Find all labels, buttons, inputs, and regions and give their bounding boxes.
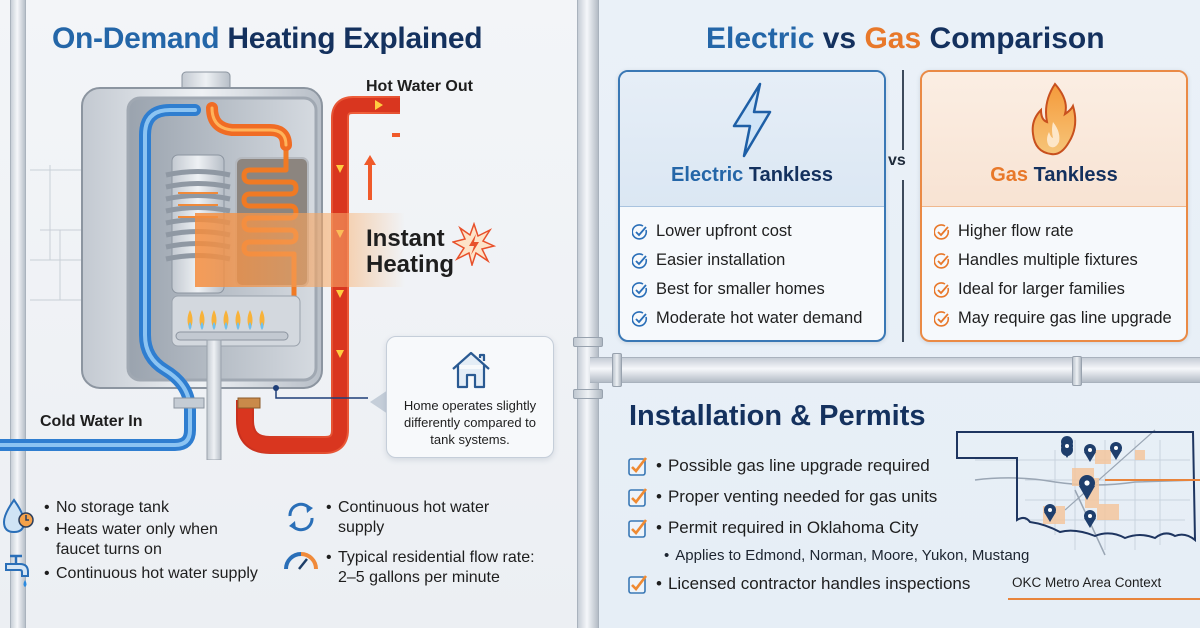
instant-heating-label: Instant Heating bbox=[366, 225, 455, 278]
starburst-lightning-icon bbox=[452, 222, 496, 266]
lightning-bolt-icon bbox=[732, 82, 772, 158]
gas-tankless-card: Gas Tankless Higher flow rate Handles mu… bbox=[920, 70, 1188, 342]
check-circle-icon bbox=[934, 281, 950, 298]
divider-pipe bbox=[577, 0, 599, 628]
gas-feature-list: Higher flow rate Handles multiple fixtur… bbox=[922, 207, 1186, 333]
hot-water-out-label: Hot Water Out bbox=[366, 78, 473, 95]
feature-list-left: •No storage tank •Heats water only when … bbox=[44, 498, 264, 586]
gauge-icon bbox=[284, 552, 318, 570]
cold-water-in-label: Cold Water In bbox=[40, 413, 143, 430]
feature-item: •Typical residential flow rate: 2–5 gall… bbox=[326, 549, 535, 586]
check-circle-icon bbox=[632, 281, 648, 298]
check-circle-icon bbox=[934, 223, 950, 240]
electric-tankless-card: Electric Tankless Lower upfront cost Eas… bbox=[618, 70, 886, 342]
checkbox-checked-icon bbox=[628, 518, 648, 538]
list-item: Moderate hot water demand bbox=[632, 304, 884, 333]
caption-underline bbox=[1008, 598, 1200, 600]
list-item: Easier installation bbox=[632, 246, 884, 275]
check-circle-icon bbox=[632, 252, 648, 269]
checklist-item: •Proper venting needed for gas units bbox=[628, 481, 1029, 512]
water-drop-timer-icon bbox=[2, 498, 34, 534]
checkbox-checked-icon bbox=[628, 574, 648, 594]
electric-card-title: Electric Tankless bbox=[671, 164, 833, 186]
faucet-icon bbox=[5, 554, 29, 587]
instant-heating-highlight bbox=[195, 213, 405, 287]
title-rest: Heating Explained bbox=[227, 22, 483, 55]
gas-card-title: Gas Tankless bbox=[990, 164, 1118, 186]
oklahoma-map bbox=[956, 429, 1200, 556]
list-item: Higher flow rate bbox=[934, 217, 1186, 246]
horizontal-pipe bbox=[590, 357, 1200, 383]
feature-list-right: •Continuous hot water supply •Typical re… bbox=[326, 498, 556, 592]
list-item: Handles multiple fixtures bbox=[934, 246, 1186, 275]
burner-flames bbox=[187, 310, 265, 330]
checklist-item: •Licensed contractor handles inspections bbox=[628, 568, 1029, 599]
vs-label: vs bbox=[888, 152, 906, 169]
refresh-cycle-icon bbox=[288, 502, 314, 532]
map-caption: OKC Metro Area Context bbox=[1012, 575, 1162, 590]
checklist-item: •Permit required in Oklahoma City bbox=[628, 512, 1029, 543]
check-circle-icon bbox=[934, 310, 950, 327]
callout-text: Home operates slightly differently compa… bbox=[403, 398, 537, 447]
feature-item: •Continuous hot water supply bbox=[326, 499, 490, 536]
pipe-collar bbox=[612, 353, 622, 387]
metro-areas bbox=[1043, 450, 1145, 524]
house-icon bbox=[452, 351, 490, 389]
title-highlight: On-Demand bbox=[52, 22, 220, 55]
checkbox-checked-icon bbox=[628, 456, 648, 476]
list-item: May require gas line upgrade bbox=[934, 304, 1186, 333]
check-circle-icon bbox=[934, 252, 950, 269]
pipe-collar bbox=[573, 389, 603, 399]
left-section-title: On-Demand Heating Explained bbox=[52, 22, 483, 56]
home-callout: Home operates slightly differently compa… bbox=[386, 336, 554, 458]
check-circle-icon bbox=[632, 223, 648, 240]
vs-divider bbox=[902, 70, 904, 342]
checklist-item: •Possible gas line upgrade required bbox=[628, 450, 1029, 481]
feature-item: •No storage tank bbox=[44, 499, 169, 516]
checklist-subitem: •Applies to Edmond, Norman, Moore, Yukon… bbox=[664, 547, 1030, 564]
pipe-collar bbox=[573, 337, 603, 347]
check-circle-icon bbox=[632, 310, 648, 327]
feature-item: •Continuous hot water supply bbox=[44, 565, 258, 582]
checkbox-checked-icon bbox=[628, 487, 648, 507]
feature-item: •Heats water only when faucet turns on bbox=[44, 521, 218, 558]
installation-permits-title: Installation & Permits bbox=[629, 400, 926, 432]
list-item: Lower upfront cost bbox=[632, 217, 884, 246]
installation-checklist: •Possible gas line upgrade required •Pro… bbox=[628, 450, 1029, 599]
pipe-collar bbox=[1072, 356, 1082, 386]
comparison-title: Electric vs Gas Comparison bbox=[706, 22, 1105, 55]
callout-pointer bbox=[370, 390, 388, 414]
oklahoma-outline bbox=[956, 431, 1197, 543]
list-item: Best for smaller homes bbox=[632, 275, 884, 304]
flame-icon bbox=[1031, 82, 1077, 156]
list-item: Ideal for larger families bbox=[934, 275, 1186, 304]
electric-feature-list: Lower upfront cost Easier installation B… bbox=[620, 207, 884, 333]
background-pipe bbox=[10, 0, 26, 628]
